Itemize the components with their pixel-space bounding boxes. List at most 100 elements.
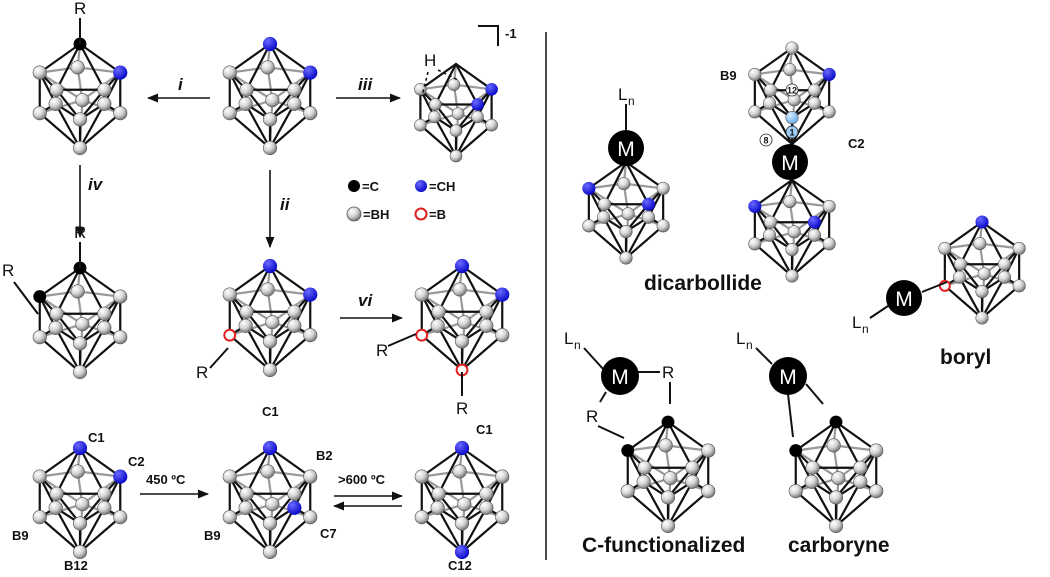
ligand-bond	[583, 347, 605, 371]
ligand-l: L	[852, 313, 861, 332]
bh-vertex	[428, 110, 441, 124]
bh-vertex	[457, 315, 472, 330]
ch-vertex	[454, 258, 470, 274]
bh-vertex	[70, 284, 85, 299]
bh-vertex	[869, 484, 884, 499]
reagent-iv: iv	[88, 175, 104, 194]
cage-edge-back	[76, 66, 122, 74]
label-c12: C12	[448, 558, 472, 573]
cage-edge	[790, 234, 816, 278]
bh-vertex	[763, 83, 777, 97]
bh-vertex	[49, 486, 64, 501]
bh-vertex	[260, 60, 275, 75]
bh-vertex	[414, 118, 427, 132]
bh-vertex	[303, 510, 318, 525]
bh-vertex	[454, 516, 470, 531]
ligand-n: n	[746, 338, 753, 352]
carborane-cage	[620, 415, 716, 534]
cage-edge	[38, 266, 82, 298]
bh-vertex	[853, 460, 868, 475]
label-b12: B12	[64, 558, 88, 573]
bh-vertex	[239, 304, 254, 319]
bh-vertex	[997, 270, 1012, 284]
bh-vertex	[75, 497, 90, 512]
bridging-h: H	[424, 51, 436, 70]
bh-vertex	[785, 111, 799, 125]
cage-edge	[834, 420, 878, 452]
bh-vertex	[49, 82, 64, 97]
cage-edge	[434, 62, 458, 106]
reagent-vi: vi	[358, 291, 373, 310]
c-vertex	[621, 444, 635, 458]
legend-b: =B	[429, 207, 446, 222]
bh-vertex	[287, 82, 302, 97]
bh-vertex	[869, 443, 884, 458]
metal-center: M	[772, 144, 808, 180]
cage-edge	[38, 446, 82, 478]
bh-vertex	[620, 484, 635, 499]
bh-vertex	[805, 460, 820, 475]
ligand-n: n	[628, 94, 635, 108]
caption-boryl: boryl	[940, 346, 991, 369]
cage-edge	[228, 334, 272, 372]
cage-edge	[437, 446, 464, 495]
bh-vertex	[952, 270, 967, 284]
bh-vertex	[596, 210, 611, 224]
bh-vertex	[485, 118, 498, 132]
cage-edge	[454, 62, 493, 91]
m-r-bond	[599, 391, 607, 403]
cage-edge	[419, 124, 458, 158]
carborane-cage	[32, 261, 128, 380]
cage-edge	[454, 62, 479, 106]
bh-vertex	[619, 251, 633, 265]
ch-vertex	[485, 83, 498, 96]
carborane-cage	[414, 440, 510, 560]
reagent-i: i	[178, 75, 184, 94]
ch-vertex	[262, 440, 278, 456]
bh-vertex	[471, 110, 484, 124]
metal-center: M	[769, 357, 807, 395]
cage-edge-back	[978, 242, 1021, 250]
bh-vertex	[997, 257, 1012, 271]
bh-vertex	[656, 219, 670, 233]
cage-edge	[436, 506, 464, 554]
carborane-cage	[582, 160, 670, 265]
bh-vertex	[807, 83, 822, 97]
bh-vertex	[222, 510, 237, 525]
bh-vertex	[113, 289, 128, 304]
cage-edge-back	[452, 83, 493, 91]
cage-edge	[268, 264, 296, 313]
bh-vertex	[457, 497, 472, 512]
ligand-l: L	[618, 85, 627, 104]
bh-vertex	[32, 469, 47, 484]
cage-edge	[454, 115, 479, 158]
carborane-cage	[414, 62, 498, 163]
bh-vertex	[32, 510, 47, 525]
ch-vertex	[807, 215, 822, 229]
label-c1: C1	[88, 430, 105, 445]
ligand-n: n	[862, 322, 869, 336]
substituent-r: R	[586, 407, 598, 426]
ch-vertex	[975, 215, 989, 229]
cage-edge	[666, 420, 694, 469]
cage-edge	[420, 446, 464, 478]
bh-vertex	[70, 60, 85, 75]
ligand-bond	[869, 305, 889, 319]
cage-edge	[958, 276, 984, 320]
bh-vertex	[787, 225, 801, 239]
cage-edge	[834, 420, 862, 469]
cage-edge	[244, 102, 272, 150]
carborane-cage	[938, 215, 1026, 325]
bh-vertex	[32, 65, 47, 80]
bh-vertex	[454, 334, 470, 349]
cage-edge	[460, 446, 488, 495]
label-b9: B9	[12, 528, 29, 543]
cage-edge-back	[266, 66, 312, 74]
bh-vertex	[479, 318, 494, 333]
cage-edge	[78, 446, 106, 495]
bh-vertex	[975, 311, 989, 325]
bh-vertex	[637, 460, 652, 475]
legend-bh-dot	[346, 206, 362, 222]
svg-text:M: M	[611, 366, 629, 389]
